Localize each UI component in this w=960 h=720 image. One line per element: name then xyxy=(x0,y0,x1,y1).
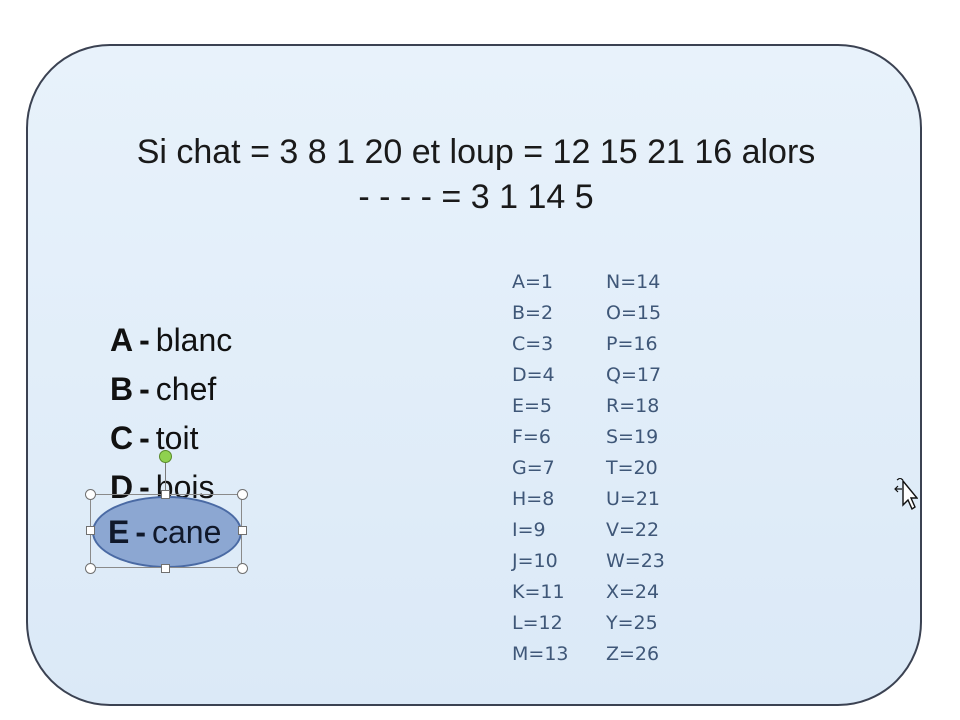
cipher-entry: Y=25 xyxy=(606,612,658,634)
cipher-entry: X=24 xyxy=(606,581,660,603)
resize-handle-top-left[interactable] xyxy=(85,489,96,500)
cipher-entry: I=9 xyxy=(512,519,546,541)
cipher-entry: F=6 xyxy=(512,426,551,448)
resize-handle-top[interactable] xyxy=(161,490,170,499)
cipher-entry: H=8 xyxy=(512,488,555,510)
slide-frame: Si chat = 3 8 1 20 et loup = 12 15 21 16… xyxy=(26,44,922,706)
answer-dash: - xyxy=(139,322,150,358)
title-line-2: - - - - = 3 1 14 5 xyxy=(358,178,594,216)
answer-dash: - xyxy=(139,420,150,456)
cipher-entry: D=4 xyxy=(512,364,555,386)
rotate-connector xyxy=(165,460,166,494)
cipher-entry: O=15 xyxy=(606,302,662,324)
answer-letter: B xyxy=(110,371,134,407)
cipher-entry: P=16 xyxy=(606,333,658,355)
cipher-entry: R=18 xyxy=(606,395,660,417)
cipher-entry: G=7 xyxy=(512,457,555,479)
selection-box xyxy=(90,494,242,568)
cipher-entry: M=13 xyxy=(512,643,569,665)
resize-handle-bottom-left[interactable] xyxy=(85,563,96,574)
resize-handle-top-right[interactable] xyxy=(237,489,248,500)
cipher-entry: B=2 xyxy=(512,302,554,324)
cipher-entry: L=12 xyxy=(512,612,563,634)
resize-handle-left[interactable] xyxy=(86,526,95,535)
answer-word: blanc xyxy=(155,322,233,358)
cipher-entry: A=1 xyxy=(512,271,554,293)
cipher-entry: J=10 xyxy=(512,550,558,572)
cipher-entry: Z=26 xyxy=(606,643,660,665)
move-cursor-icon xyxy=(894,477,919,512)
answer-option-b[interactable]: B-chef xyxy=(110,365,300,414)
rotate-handle-icon[interactable] xyxy=(159,450,172,463)
cipher-entry: K=11 xyxy=(512,581,565,603)
title-line-1: Si chat = 3 8 1 20 et loup = 12 15 21 16… xyxy=(136,133,816,171)
cipher-entry: W=23 xyxy=(606,550,665,572)
answer-word: cane xyxy=(152,514,222,550)
resize-handle-bottom-right[interactable] xyxy=(237,563,248,574)
answer-letter: E xyxy=(108,514,130,550)
answer-word: chef xyxy=(155,371,217,407)
cipher-entry: V=22 xyxy=(606,519,660,541)
cipher-entry: E=5 xyxy=(512,395,553,417)
answer-dash: - xyxy=(135,514,146,550)
cipher-entry: Q=17 xyxy=(606,364,662,386)
resize-handle-bottom[interactable] xyxy=(161,564,170,573)
answer-option-c[interactable]: C-toit xyxy=(110,414,300,463)
answer-dash: - xyxy=(139,469,150,505)
puzzle-title: Si chat = 3 8 1 20 et loup = 12 15 21 16… xyxy=(28,130,924,220)
answer-list: A-blanc B-chef C-toit D-bois xyxy=(110,316,300,512)
answer-option-a[interactable]: A-blanc xyxy=(110,316,300,365)
cipher-entry: N=14 xyxy=(606,271,661,293)
answer-letter: C xyxy=(110,420,134,456)
cipher-entry: T=20 xyxy=(606,457,658,479)
answer-option-e[interactable]: E-cane xyxy=(108,512,221,552)
cipher-entry: S=19 xyxy=(606,426,659,448)
cipher-column-2: N=14 O=15 P=16 Q=17 R=18 S=19 T=20 U=21 … xyxy=(606,267,665,670)
cipher-entry: U=21 xyxy=(606,488,661,510)
answer-letter: D xyxy=(110,469,134,505)
answer-letter: A xyxy=(110,322,134,358)
answer-dash: - xyxy=(139,371,150,407)
resize-handle-right[interactable] xyxy=(238,526,247,535)
cipher-column-1: A=1 B=2 C=3 D=4 E=5 F=6 G=7 H=8 I=9 J=10… xyxy=(512,267,569,670)
cipher-entry: C=3 xyxy=(512,333,554,355)
